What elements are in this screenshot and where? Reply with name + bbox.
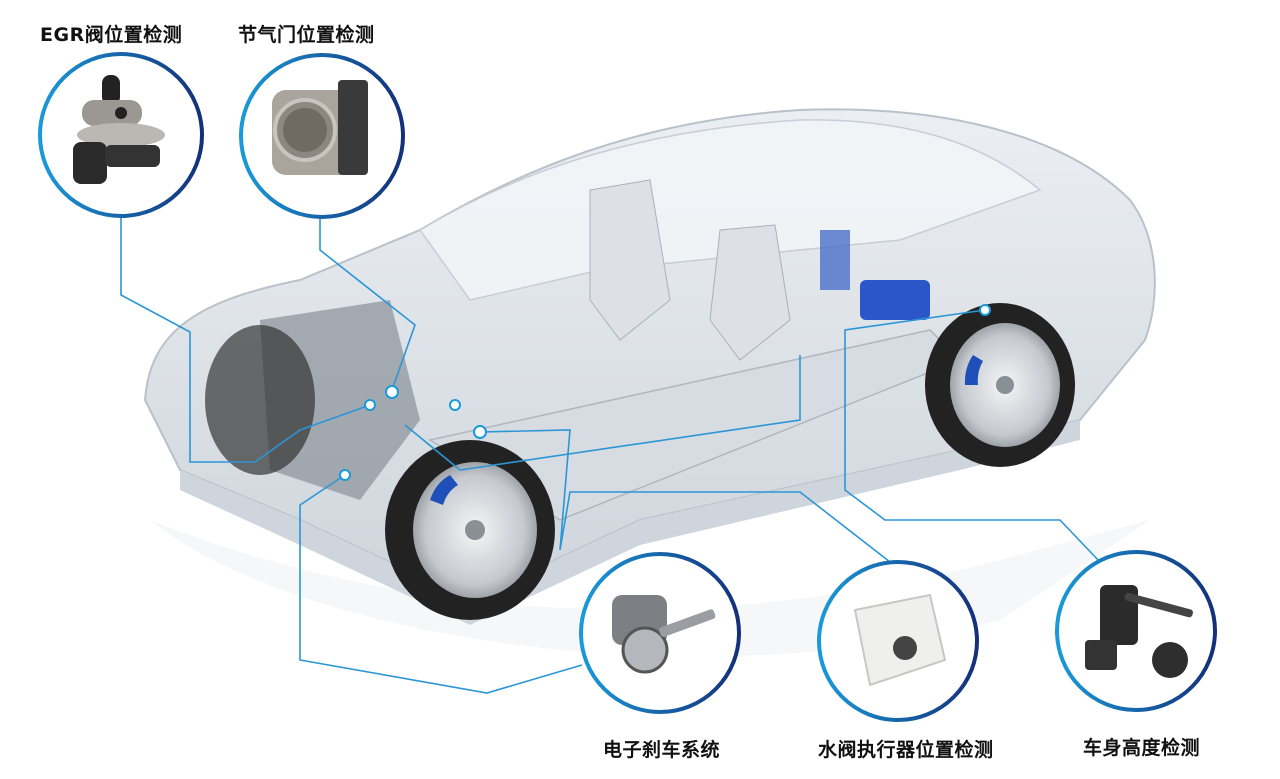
throttle-body-icon bbox=[272, 80, 368, 175]
front-wheel bbox=[385, 440, 555, 620]
label-throttle: 节气门位置检测 bbox=[238, 24, 375, 46]
ride-height-sensor-icon bbox=[1085, 585, 1193, 678]
brake-caliper bbox=[964, 355, 983, 385]
label-egr: EGR阀位置检测 bbox=[40, 24, 183, 46]
leader-line-water-valve bbox=[479, 429, 891, 563]
rear-wheel bbox=[925, 303, 1075, 467]
leader-line-throttle bbox=[319, 218, 416, 391]
callout-throttle bbox=[239, 53, 405, 219]
sensor-markers bbox=[339, 304, 991, 481]
callout-water-valve bbox=[817, 560, 979, 722]
leader-lines bbox=[120, 217, 1101, 694]
callout-height bbox=[1055, 550, 1217, 712]
rear-module bbox=[860, 280, 930, 320]
callout-brake bbox=[579, 552, 741, 714]
leader-line-brake bbox=[299, 474, 583, 694]
label-height: 车身高度检测 bbox=[1083, 737, 1201, 759]
brake-caliper bbox=[430, 475, 458, 505]
water-valve-actuator-icon bbox=[853, 593, 947, 687]
label-brake: 电子刹车系统 bbox=[603, 739, 721, 761]
leader-line-egr bbox=[120, 217, 371, 463]
callout-egr bbox=[38, 52, 204, 218]
label-water-valve: 水阀执行器位置检测 bbox=[818, 739, 994, 761]
leader-line-height bbox=[844, 309, 1101, 563]
electronic-brake-icon bbox=[612, 595, 716, 674]
egr-valve-icon bbox=[73, 75, 165, 184]
rear-left-wheel bbox=[205, 325, 315, 475]
